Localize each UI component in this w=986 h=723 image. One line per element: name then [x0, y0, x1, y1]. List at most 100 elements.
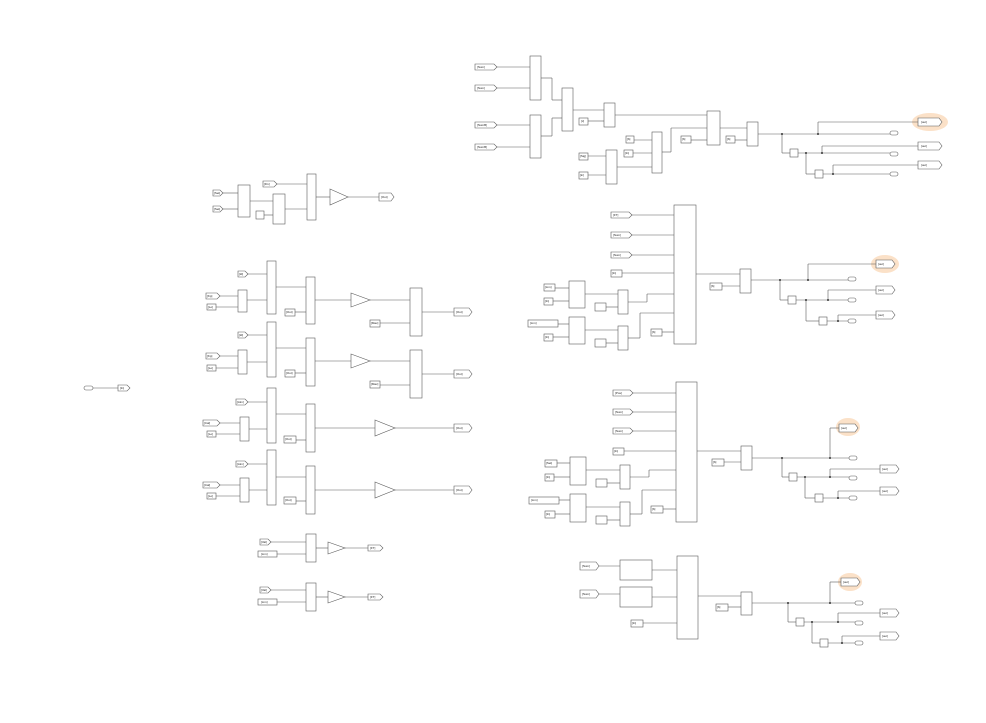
svg-text:[Lim]: [Lim] — [530, 321, 537, 325]
svg-text:[Set]: [Set] — [546, 461, 552, 465]
svg-text:[Lim]: [Lim] — [261, 552, 268, 556]
svg-text:[Num]: [Num] — [615, 429, 623, 433]
sum-block[interactable] — [619, 464, 631, 490]
mux-block[interactable] — [237, 184, 251, 218]
svg-text:[Num]: [Num] — [582, 564, 590, 568]
delay-block[interactable] — [789, 148, 799, 158]
gain-block[interactable] — [374, 481, 396, 499]
sum-block[interactable] — [561, 87, 574, 132]
product-block[interactable] — [603, 102, 616, 128]
sat-block[interactable] — [740, 591, 753, 616]
svg-text:[out]: [out] — [921, 120, 927, 124]
mux-block[interactable] — [237, 349, 248, 375]
subsystem-e: [Aim] [Cal] [Lo] [Out] [Out] — [202, 449, 473, 515]
output-tag-highlighted[interactable] — [917, 117, 943, 127]
svg-text:[FT]: [FT] — [613, 213, 618, 217]
sum-block[interactable] — [651, 131, 663, 174]
svg-text:[Out]: [Out] — [381, 195, 388, 199]
sum-block[interactable] — [272, 193, 286, 225]
sum-block[interactable] — [605, 149, 618, 185]
switch-block[interactable] — [706, 110, 721, 146]
mux-block[interactable] — [237, 289, 248, 313]
delay-block[interactable] — [814, 493, 824, 503]
subsystem-a: [Set] [Set] [Fix] [Out] — [212, 173, 395, 225]
sum-block[interactable] — [617, 325, 629, 351]
gain-block[interactable] — [329, 188, 349, 206]
mux-block[interactable] — [266, 260, 277, 315]
svg-text:[b]: [b] — [652, 507, 656, 511]
svg-text:[Num]: [Num] — [613, 233, 621, 237]
svg-text:[out]: [out] — [841, 426, 847, 430]
subsystem-block[interactable] — [568, 316, 586, 345]
gain-block[interactable] — [327, 590, 346, 604]
sum-block[interactable] — [619, 501, 631, 527]
mux-block[interactable] — [305, 582, 317, 612]
svg-text:[Lim]: [Lim] — [261, 600, 268, 604]
subsystem-block[interactable] — [568, 280, 586, 309]
tag-label: [In] — [120, 386, 124, 390]
bus-block[interactable] — [306, 173, 317, 221]
goto-tag[interactable] — [117, 384, 131, 392]
gain-block[interactable] — [350, 292, 371, 308]
subsystem-right-1: [Num] [Num] [NumB] [NumB] [c] [b] [Sig] … — [474, 55, 943, 185]
output-tag-highlighted[interactable] — [840, 577, 861, 587]
mux-block[interactable] — [409, 349, 423, 399]
sum-block[interactable] — [305, 465, 316, 515]
svg-text:[Id]: [Id] — [239, 333, 243, 337]
mux-block[interactable] — [305, 533, 317, 563]
svg-text:[Lo]: [Lo] — [208, 494, 213, 498]
svg-text:[Max]: [Max] — [371, 382, 379, 386]
svg-text:[In]: [In] — [632, 621, 636, 625]
bus-block[interactable] — [675, 381, 698, 523]
mux-block[interactable] — [239, 477, 250, 503]
gain-block[interactable] — [374, 419, 396, 437]
svg-text:[Val]: [Val] — [261, 540, 267, 544]
mux-block[interactable] — [529, 114, 542, 159]
mux-block[interactable] — [409, 287, 423, 337]
subsystem-f: [Val] [Lim] [FT] — [257, 533, 384, 563]
delay-block[interactable] — [795, 617, 805, 627]
bus-block[interactable] — [676, 555, 699, 640]
mux-block[interactable] — [239, 416, 250, 442]
subsystem-c: [Id] [Kp] [Lo] [Out] [Max] [Out] — [205, 321, 473, 399]
mux-block[interactable] — [266, 387, 277, 444]
delay-block[interactable] — [819, 638, 829, 648]
subsystem-right-4: [Num] [Num] [In] [b] [out] [out] [out] — [579, 555, 900, 648]
subsystem-g: [Val] [Lim] [FT] — [257, 582, 384, 612]
output-tag-highlighted[interactable] — [838, 423, 859, 433]
sum-block[interactable] — [305, 276, 316, 325]
mux-block[interactable] — [529, 55, 542, 101]
subsystem-block[interactable] — [569, 456, 587, 486]
svg-text:[b]: [b] — [682, 137, 686, 141]
sum-block[interactable] — [305, 403, 316, 453]
svg-text:[out]: [out] — [878, 288, 884, 292]
output-tag-highlighted[interactable] — [875, 259, 896, 269]
delay-block[interactable] — [787, 295, 797, 305]
subsystem-block[interactable] — [619, 586, 653, 608]
mux-block[interactable] — [266, 449, 277, 506]
mux-block[interactable] — [266, 321, 277, 378]
subsystem-block[interactable] — [619, 559, 653, 581]
sum-block[interactable] — [305, 337, 316, 387]
svg-text:[Out]: [Out] — [285, 498, 292, 502]
svg-text:[b]: [b] — [727, 137, 731, 141]
terminator-block[interactable] — [83, 385, 94, 391]
sat-block[interactable] — [739, 268, 752, 294]
svg-text:[Lim]: [Lim] — [545, 285, 552, 289]
delay-block[interactable] — [818, 316, 828, 326]
gain-block[interactable] — [350, 353, 371, 369]
svg-text:[b]: [b] — [652, 330, 656, 334]
sum-block[interactable] — [617, 289, 629, 315]
svg-text:[In]: [In] — [545, 299, 549, 303]
subsystem-block[interactable] — [569, 493, 587, 523]
sat-block[interactable] — [740, 445, 753, 471]
subsystem-d: [Aim] [Cal] [Lo] [Out] [Out] — [202, 387, 473, 453]
sat-block[interactable] — [746, 121, 759, 147]
gain-block[interactable] — [327, 541, 346, 555]
delay-block[interactable] — [814, 169, 824, 179]
isolated-source: [In] — [83, 384, 131, 392]
svg-text:[out]: [out] — [921, 163, 927, 167]
bus-block[interactable] — [673, 204, 697, 345]
const-block[interactable] — [255, 210, 265, 220]
delay-block[interactable] — [788, 472, 798, 482]
